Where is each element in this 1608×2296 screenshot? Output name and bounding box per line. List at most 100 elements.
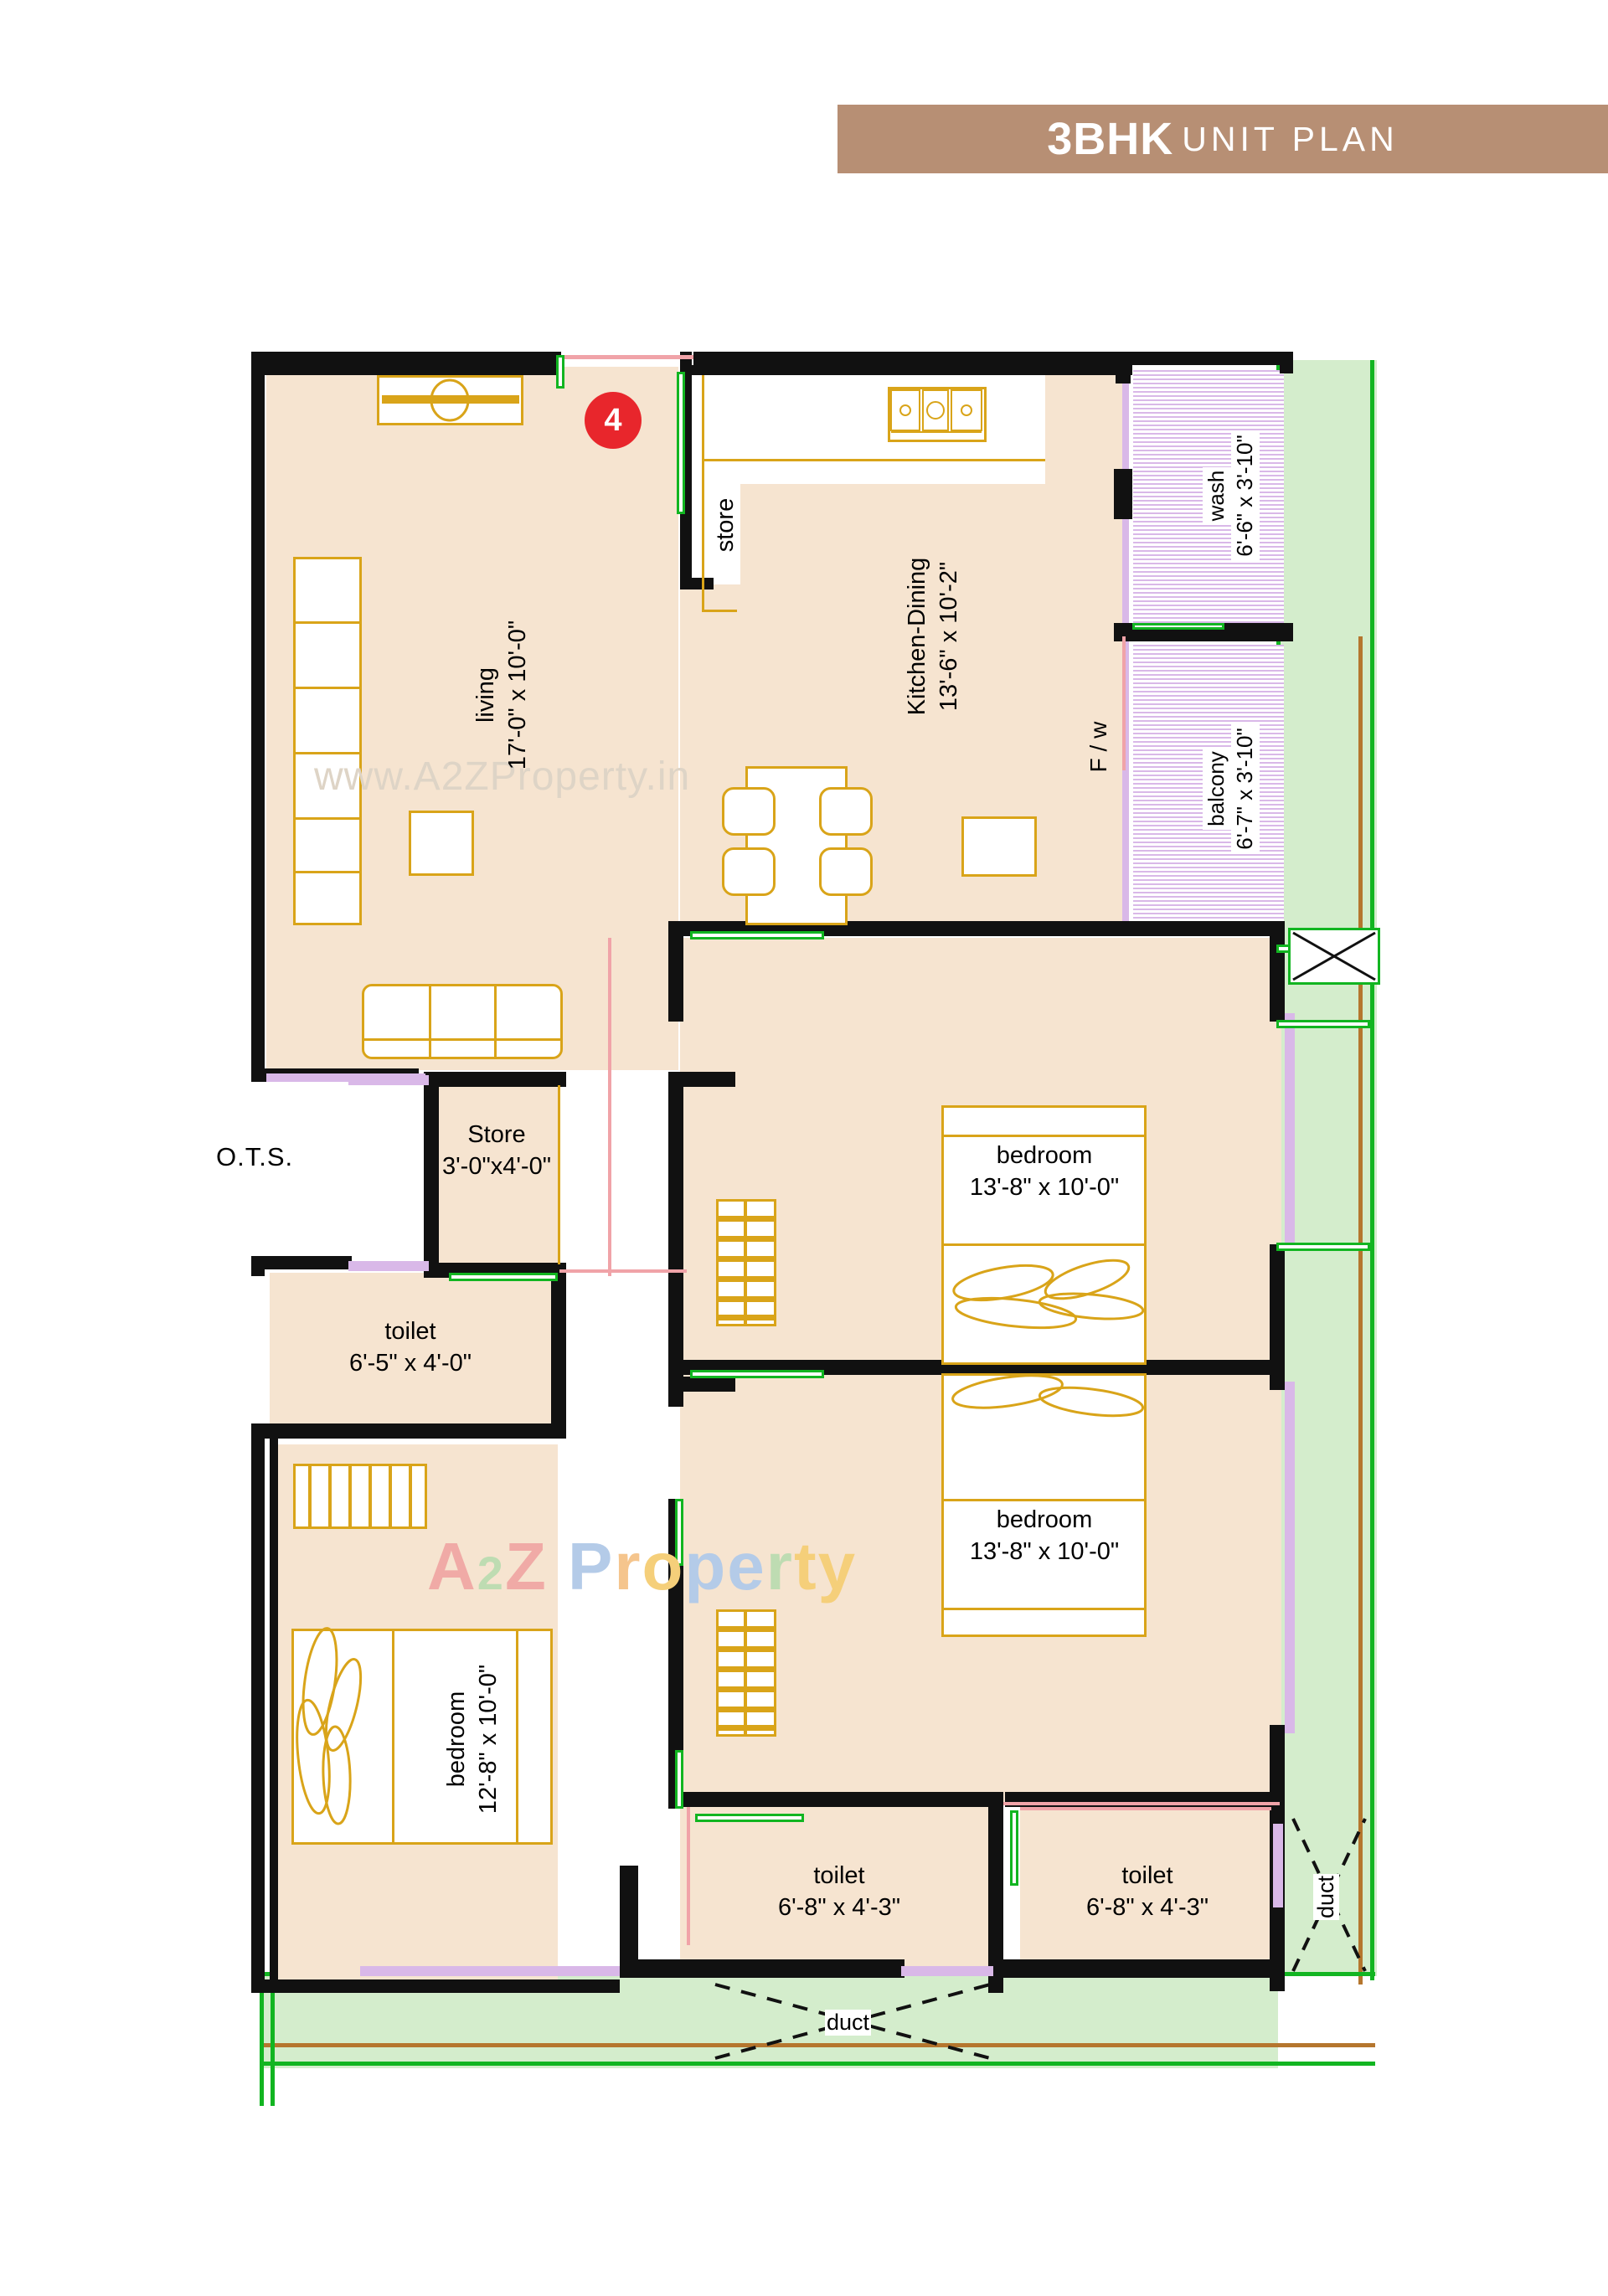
- pink-line-corridor: [559, 1269, 687, 1273]
- wbl-s6: [409, 1465, 412, 1527]
- window-toilet-left-door: [449, 1273, 558, 1281]
- room-name-bedroom-mid: bedroom: [996, 1506, 1093, 1534]
- wall-toilet-left-bottom: [265, 1423, 566, 1439]
- watermark-brand-p2: p: [684, 1529, 728, 1604]
- bed-mid-footline: [941, 1608, 1147, 1610]
- bed-top-headline: [941, 1135, 1147, 1137]
- wall-ots-bottom: [251, 1256, 352, 1269]
- room-name-bedroom-left: bedroom: [443, 1691, 471, 1788]
- dining-chair-tr: [819, 787, 873, 836]
- window-wash-door: [1132, 623, 1224, 630]
- lilac-line-right2: [1285, 1382, 1295, 1733]
- coffee-table: [409, 811, 474, 876]
- pink-line-bottom-corridor: [1003, 1802, 1280, 1805]
- wardrobe-bottom-s2: [719, 1646, 774, 1652]
- wardrobe-bottom-mid: [744, 1611, 747, 1735]
- wall-store-small-left: [424, 1072, 439, 1278]
- sofa: [362, 984, 563, 1059]
- room-name-toilet-bottom-left: toilet: [813, 1862, 865, 1890]
- vent-cross-icon: [1291, 931, 1377, 981]
- room-name-toilet-left: toilet: [384, 1318, 436, 1346]
- wall-outer-top-left: [251, 352, 561, 365]
- kitchen-counter-edge-v: [702, 375, 704, 611]
- watermark-brand: A2Z Property: [427, 1528, 857, 1605]
- store-kitchen-fill: [688, 375, 740, 584]
- window-store-side: [677, 372, 685, 514]
- wardrobe-top-s3: [719, 1256, 774, 1262]
- open-area-left-edge2: [271, 1972, 275, 2106]
- room-name-toilet-bottom-right: toilet: [1121, 1862, 1173, 1890]
- wall-corridor-seg3: [668, 1792, 1003, 1807]
- bed-top-footline: [941, 1243, 1147, 1246]
- room-dim-kitchen-dining: 13'-6" x 10'-2": [935, 561, 962, 712]
- wardrobe-top-mid: [744, 1201, 747, 1325]
- room-name-store-kitchen: store: [712, 497, 740, 553]
- stove-icon: [888, 387, 987, 442]
- room-name-fw: F / w: [1085, 721, 1111, 773]
- wbl-s3: [348, 1465, 352, 1527]
- store-small-fill: [436, 1084, 559, 1269]
- kitchen-store-edge: [702, 610, 737, 612]
- wardrobe-bottom-s6: [719, 1725, 774, 1731]
- open-area-bottom-brown: [260, 2043, 1375, 2047]
- wall-bedroom-top-right: [1270, 921, 1285, 1022]
- wall-kitchen-wash: [1116, 365, 1131, 384]
- pink-line-vertical2: [1122, 636, 1126, 770]
- watermark-brand-p: P: [568, 1529, 615, 1604]
- wall-bedroom-top-right-2: [1270, 1244, 1285, 1370]
- bed-left-l2: [516, 1630, 518, 1843]
- wall-outer-top-right: [693, 352, 1290, 365]
- wash-lilac-left: [1122, 370, 1129, 925]
- window-corridor2: [675, 1750, 683, 1809]
- toilet-bottom-right-fill: [1020, 1807, 1271, 1974]
- watermark-brand-t: t: [793, 1529, 818, 1604]
- bed-top: [941, 1105, 1147, 1365]
- room-label-toilet-bottom-left: toilet 6'-8" x 4'-3": [730, 1859, 948, 1926]
- header-banner: 3BHK UNIT PLAN: [838, 105, 1608, 173]
- lilac-line-right: [1285, 1013, 1295, 1248]
- store-small-edge: [558, 1085, 560, 1264]
- wall-toilet-left-stub: [620, 1866, 638, 1978]
- wall-corridor-right-2: [668, 1499, 683, 1809]
- window-corridor: [675, 1499, 683, 1566]
- dining-chair-bl: [722, 847, 776, 896]
- bed-mid: [941, 1373, 1147, 1637]
- lilac-line-ots2: [348, 1261, 429, 1271]
- shelf-div-5: [293, 871, 362, 873]
- open-area-left-edge: [260, 1972, 264, 2106]
- room-dim-toilet-left: 6'-5" x 4'-0": [348, 1350, 472, 1377]
- window-living-top: [556, 355, 564, 389]
- watermark-brand-r2: r: [765, 1529, 794, 1604]
- plan-title-bold: 3BHK: [1047, 114, 1174, 164]
- pink-line-top: [559, 355, 693, 359]
- wbl-s2: [328, 1465, 332, 1527]
- window-toilet-br: [1010, 1810, 1018, 1886]
- pink-line-toilet2: [1020, 1807, 1271, 1810]
- shelf-div-1: [293, 621, 362, 624]
- wardrobe-bottom-s5: [719, 1707, 774, 1712]
- tv-unit-bar: [382, 395, 519, 404]
- room-label-wash: wash 6'-6" x 3'-10": [1200, 399, 1262, 592]
- dining-chair-tl: [722, 787, 776, 836]
- open-area-right-brown: [1358, 636, 1363, 1985]
- room-name-kitchen-dining: Kitchen-Dining: [904, 557, 931, 716]
- room-dim-toilet-bottom-left: 6'-8" x 4'-3": [777, 1894, 901, 1921]
- room-dim-wash: 6'-6" x 3'-10": [1231, 431, 1260, 560]
- wall-toilet-bottom-left-right: [988, 1807, 1003, 1974]
- room-label-bedroom-left: bedroom 12'-8" x 10'-0": [438, 1626, 508, 1852]
- bed-mid-headline: [941, 1499, 1147, 1501]
- lilac-line-bottom: [360, 1966, 620, 1976]
- room-dim-bedroom-left: 12'-8" x 10'-0": [475, 1664, 502, 1815]
- watermark-brand-y: y: [817, 1529, 858, 1604]
- watermark-brand-a: A: [427, 1529, 477, 1604]
- room-name-balcony: balcony: [1203, 748, 1231, 830]
- shelf-unit: [293, 557, 362, 925]
- wall-kitchen-inner-top: [692, 365, 1132, 375]
- room-dim-balcony: 6'-7" x 3'-10": [1231, 724, 1260, 853]
- wbl-s1: [308, 1465, 312, 1527]
- shelf-div-4: [293, 817, 362, 820]
- window-toilet-bl: [695, 1814, 804, 1822]
- shelf-div-3: [293, 752, 362, 754]
